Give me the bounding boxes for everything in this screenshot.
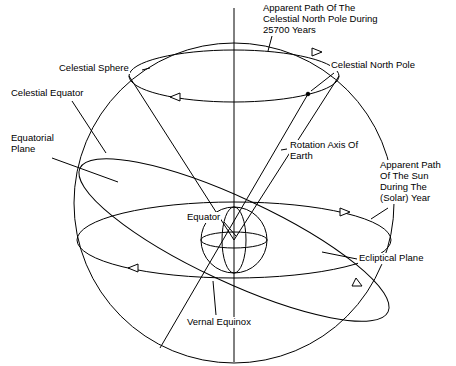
- leader-line: [281, 149, 287, 150]
- arrowhead: [312, 48, 322, 56]
- earth-meridian: [222, 207, 246, 273]
- leader-line: [224, 222, 236, 236]
- leader-line: [268, 36, 272, 51]
- part-label: Equator: [186, 212, 221, 223]
- leader-line: [142, 68, 150, 70]
- ecliptic-pole-axis: [234, 8, 235, 362]
- direction-arrowheads: [128, 48, 362, 286]
- leader-line: [52, 158, 118, 182]
- equatorial-plane: [62, 130, 406, 350]
- leader-line: [72, 101, 106, 153]
- leader-line: [371, 208, 388, 219]
- arrowhead: [170, 93, 180, 101]
- part-label: Ecliptical Plane: [358, 253, 424, 264]
- leader-line: [213, 281, 216, 315]
- part-label: Rotation Axis Of Earth: [289, 140, 363, 162]
- arrowhead: [128, 264, 138, 272]
- path-label: Apparent Path Of The Celestial North Pol…: [262, 3, 392, 36]
- precession-cone-left: [129, 76, 234, 240]
- precession-path: [129, 50, 339, 102]
- path-label: Apparent Path Of The Sun During The (Sol…: [379, 160, 453, 204]
- leader-line: [311, 73, 334, 91]
- arrowhead: [352, 278, 362, 286]
- pole-point: [306, 92, 310, 96]
- arrowhead: [340, 208, 350, 216]
- part-label: Vernal Equinox: [186, 317, 252, 328]
- part-label: Equatorial Plane: [10, 133, 67, 155]
- part-label: Celestial North Pole: [330, 60, 416, 71]
- part-label: Celestial Equator: [10, 88, 84, 99]
- earth-rotation-axis: [160, 94, 308, 348]
- leader-lines: [52, 36, 388, 315]
- ecliptic-plane: [77, 202, 391, 278]
- part-label: Celestial Sphere: [58, 63, 130, 74]
- leader-line: [322, 252, 357, 259]
